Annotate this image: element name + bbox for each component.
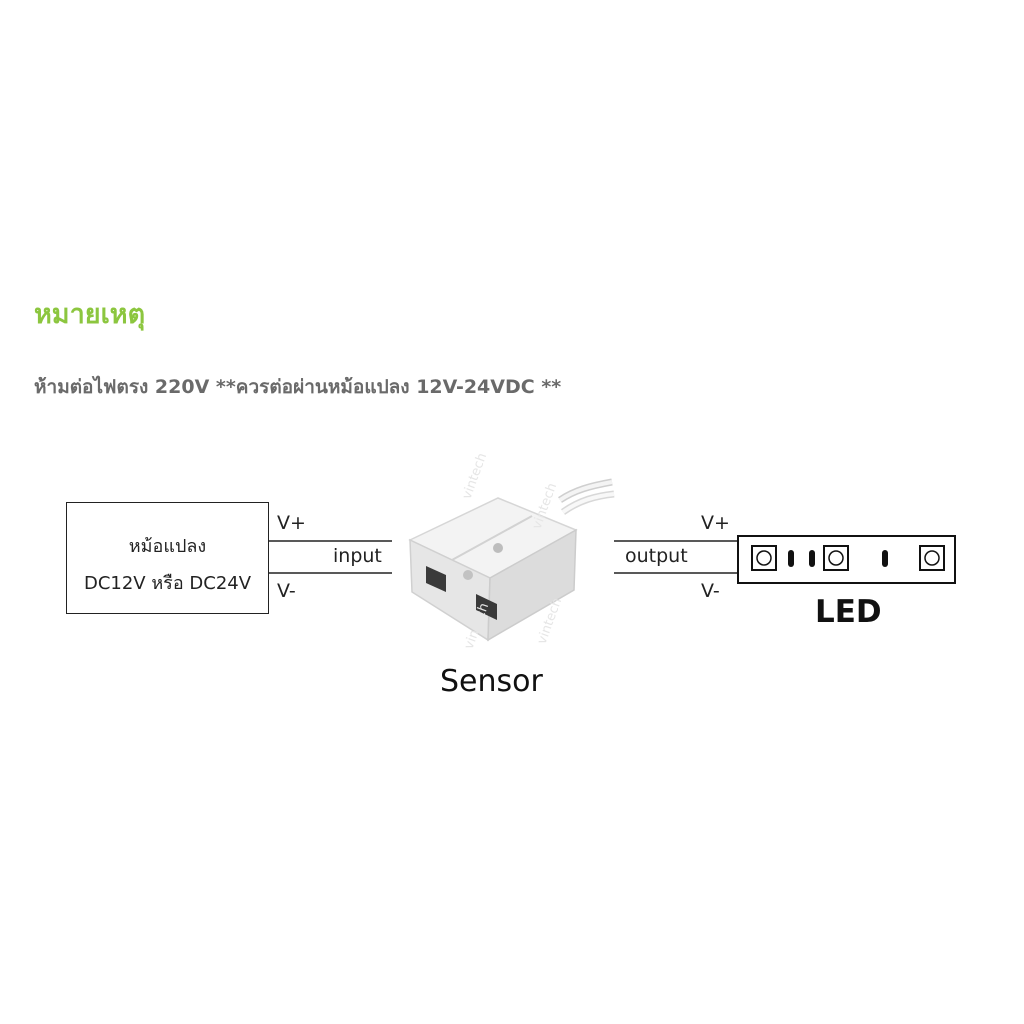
note-text: ห้ามต่อไฟตรง 220V **ควรต่อผ่านหม้อแปลง 1…: [34, 376, 562, 398]
led-chip: [823, 545, 849, 571]
adapter-voltage-label: DC12V หรือ DC24V: [83, 573, 252, 594]
input-v-plus-label: V+: [277, 512, 306, 534]
power-adapter-box: หม้อแปลง DC12V หรือ DC24V: [66, 502, 269, 614]
resistor: [809, 550, 815, 567]
input-v-minus-label: V-: [277, 580, 296, 602]
led-caption: LED: [815, 594, 882, 630]
sensor-caption: Sensor: [440, 664, 543, 699]
output-v-plus-label: V+: [701, 512, 730, 534]
output-label: output: [625, 545, 688, 567]
input-label: input: [333, 545, 382, 567]
resistor: [788, 550, 794, 567]
watermark: vintech: [460, 451, 491, 501]
adapter-label: หม้อแปลง: [128, 536, 207, 557]
led-chip: [919, 545, 945, 571]
note-title: หมายเหตุ: [34, 299, 146, 330]
sensor-device-image: [408, 478, 615, 642]
resistor: [882, 550, 888, 567]
output-v-minus-label: V-: [701, 580, 720, 602]
led-strip: [737, 535, 956, 584]
led-chip: [751, 545, 777, 571]
